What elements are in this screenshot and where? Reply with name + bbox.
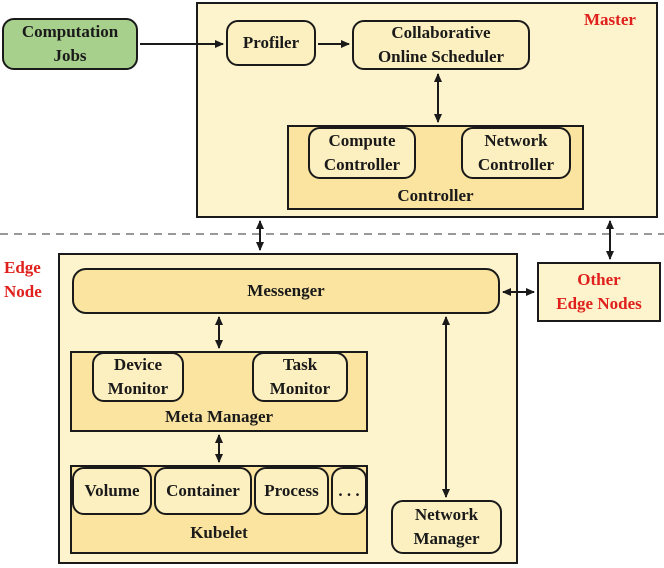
other-edge-nodes-box: Other Edge Nodes [537,262,661,322]
scheduler-box: Collaborative Online Scheduler [352,20,530,70]
edge-node-label: Edge Node [4,256,42,304]
task-monitor-line1: Task [282,355,318,374]
kubelet-item-volume: Volume [72,467,152,515]
master-label: Master [584,10,636,29]
compute-controller-line1: Compute [328,131,396,150]
network-controller-line2: Controller [477,155,555,174]
network-manager-box: Network Manager [391,500,502,554]
profiler-label: Profiler [242,33,300,52]
network-manager-line1: Network [414,505,479,524]
kubelet-item-process: Process [254,467,329,515]
network-manager-line2: Manager [413,529,480,548]
computation-jobs-box: Computation Jobs [2,18,138,70]
edge-node-line2: Node [4,282,42,301]
scheduler-line1: Collaborative [391,23,491,42]
computation-jobs-line2: Jobs [53,46,87,65]
kubelet-item-label: . . . [338,481,360,500]
compute-controller-line2: Controller [323,155,401,174]
profiler-box: Profiler [226,20,316,66]
network-controller-box: Network Controller [461,127,571,179]
kubelet-item-more: . . . [331,467,367,515]
device-monitor-line1: Device [113,355,163,374]
other-edge-nodes-line1: Other [577,270,621,289]
edge-node-line1: Edge [4,258,41,277]
messenger-label: Messenger [247,281,325,300]
scheduler-line2: Online Scheduler [377,47,505,66]
kubelet-label: Kubelet [190,523,248,542]
task-monitor-line2: Monitor [269,379,331,398]
computation-jobs-line1: Computation [21,22,119,41]
controller-label: Controller [397,186,474,205]
kubelet-item-container: Container [154,467,252,515]
network-controller-line1: Network [484,131,548,150]
device-monitor-line2: Monitor [107,379,169,398]
kubelet-item-label: Container [166,481,240,500]
compute-controller-box: Compute Controller [308,127,416,179]
device-monitor-box: Device Monitor [92,352,184,402]
messenger-box: Messenger [72,268,500,314]
kubelet-item-label: Volume [84,481,140,500]
kubelet-item-label: Process [264,481,319,500]
task-monitor-box: Task Monitor [252,352,348,402]
meta-manager-label: Meta Manager [164,407,274,426]
other-edge-nodes-line2: Edge Nodes [556,294,642,313]
